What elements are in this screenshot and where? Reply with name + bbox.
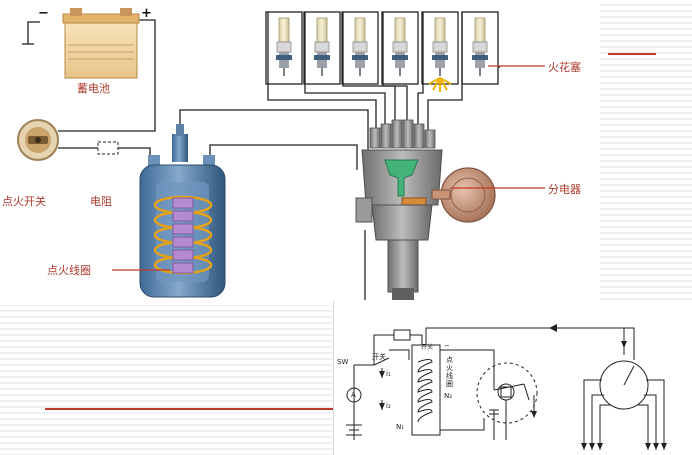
- wiring: [22, 11, 500, 300]
- ignition-switch-icon: [17, 119, 59, 161]
- distributor-label: 分电器: [548, 183, 581, 196]
- ignition-system-diagram: − + 蓄电池 点火开关 电阻 点火线圈 火花塞 分电器: [2, 6, 581, 300]
- schematic-switch-small-label: 开关: [421, 344, 434, 351]
- spark-plugs: [276, 17, 488, 92]
- battery-positive-terminal: +: [141, 6, 152, 21]
- resistor-icon: [97, 141, 119, 155]
- schematic-minus-label: −: [444, 342, 450, 350]
- schematic-i2-label: i₂: [386, 402, 391, 410]
- battery-icon: [62, 8, 140, 79]
- ignition-coil-label: 点火线圈: [47, 264, 91, 277]
- schematic-n1-label: N₁: [396, 423, 405, 431]
- schematic-n2-label: N₂: [444, 392, 453, 400]
- spark-plug-icon: [432, 17, 448, 76]
- spark-plug-icon: [314, 17, 330, 76]
- ignition-switch-label: 点火开关: [2, 195, 46, 208]
- ignition-coil-icon: [139, 124, 226, 298]
- schematic-i1-label: i₁: [386, 370, 391, 378]
- diagram-canvas: [17, 8, 545, 300]
- schematic-canvas: [346, 324, 667, 450]
- schematic-diagram: SW 开关 开关 点火线圈 A N₁ N₂ i₁ i₂ −: [333, 300, 692, 455]
- spark-plug-icon: [352, 17, 368, 76]
- spark-plug-icon: [472, 17, 488, 76]
- schematic-sw-label: SW: [337, 358, 349, 366]
- battery-negative-terminal: −: [38, 6, 49, 21]
- resistor-label: 电阻: [90, 195, 112, 208]
- decorative-red-line-top: [608, 53, 656, 55]
- decorative-red-line-bottom: [45, 408, 335, 410]
- schematic-coil-label: 点火线圈: [446, 356, 453, 388]
- schematic-ammeter-label: A: [351, 391, 356, 399]
- battery-label: 蓄电池: [77, 82, 110, 95]
- distributor-icon: [355, 119, 496, 300]
- spark-plug-icon: [392, 17, 408, 76]
- label-leaders: [112, 65, 545, 271]
- spark-plug-label: 火花塞: [548, 61, 581, 74]
- schematic-switch-label: 开关: [372, 353, 386, 361]
- spark-icon: [428, 77, 452, 92]
- spark-plug-icon: [276, 17, 292, 76]
